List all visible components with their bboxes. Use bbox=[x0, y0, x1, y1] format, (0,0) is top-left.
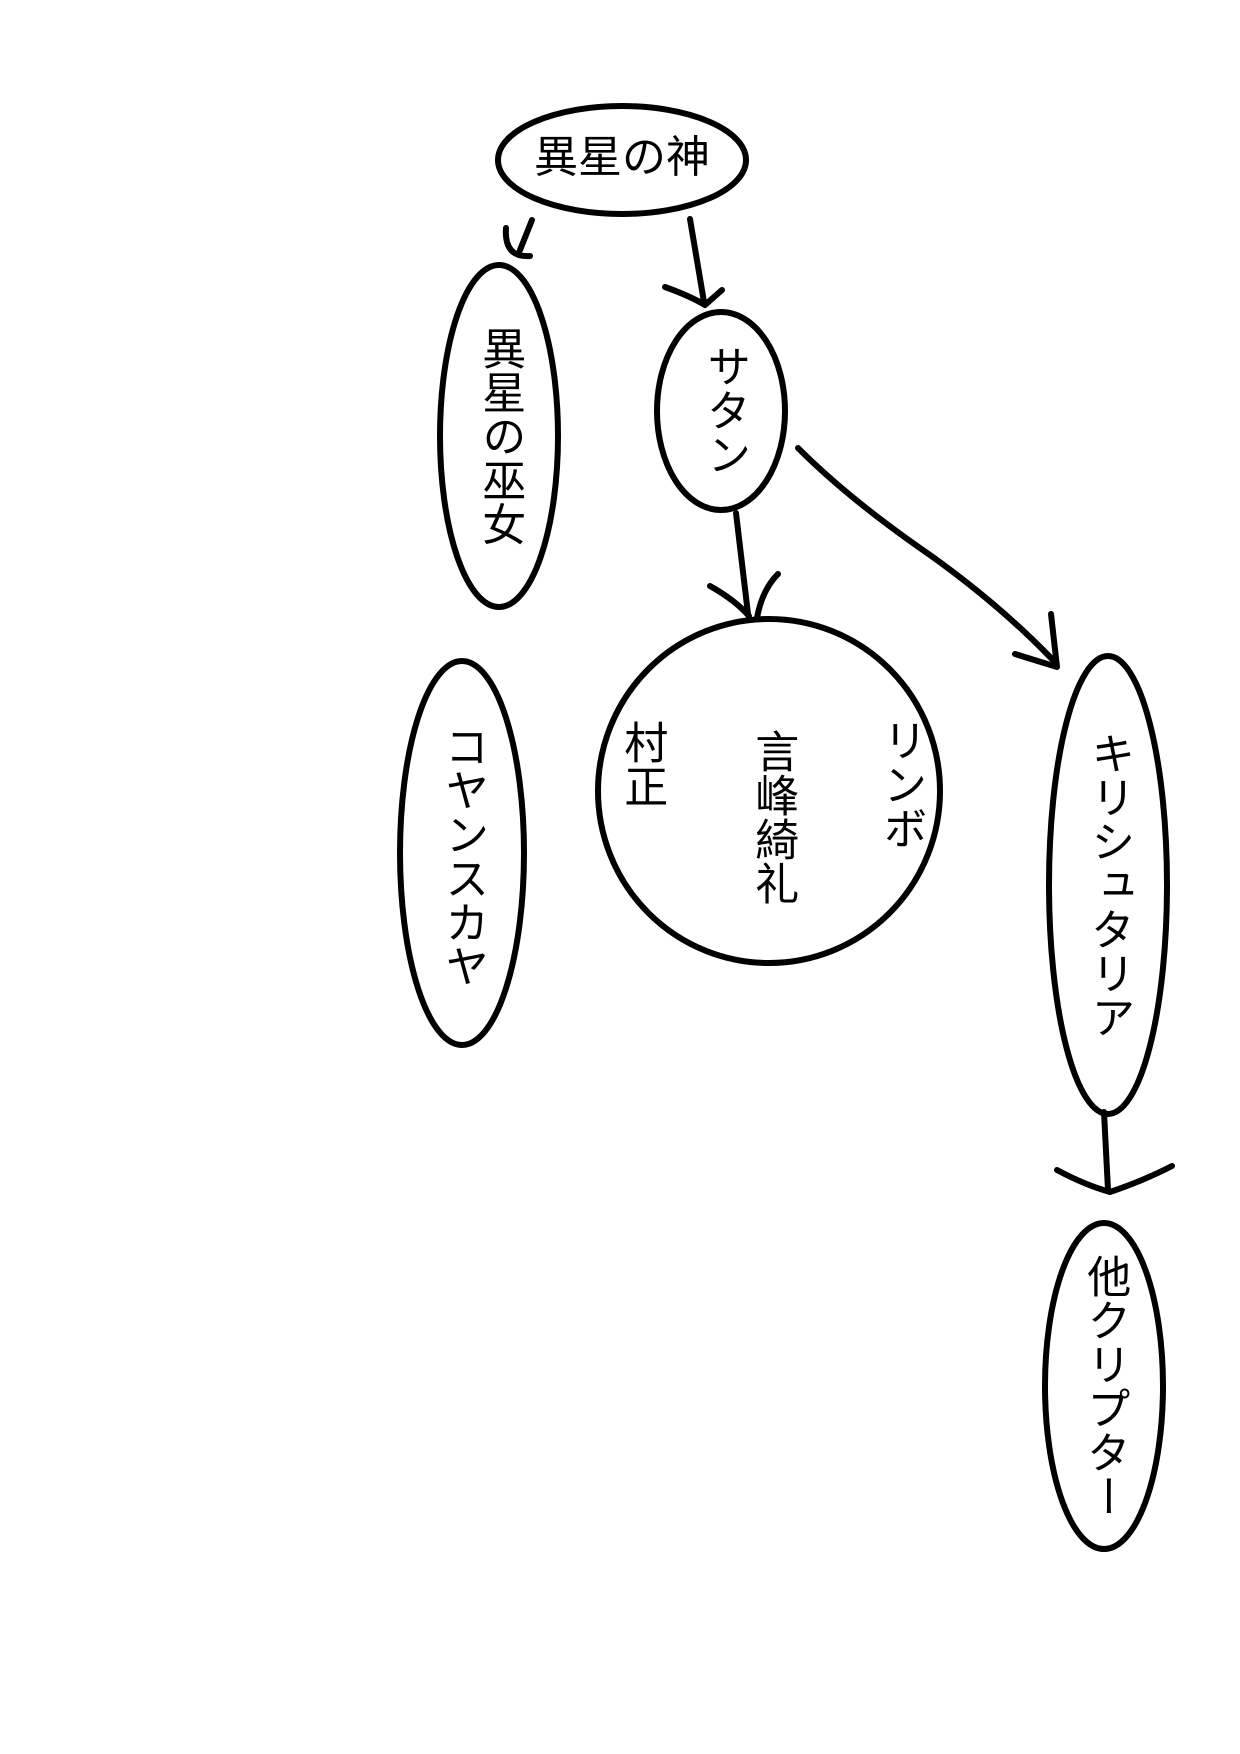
arrow-god-to-satan bbox=[662, 216, 725, 308]
arrow-kirschtaria-to-crypters bbox=[1054, 1109, 1175, 1195]
node-other-crypters: 他クリプター bbox=[1079, 1254, 1131, 1518]
node-kotomine: 言峰綺礼 bbox=[747, 729, 799, 905]
node-muramasa: 村正 bbox=[616, 720, 668, 808]
node-alien-miko-outline bbox=[437, 262, 561, 610]
node-koyanskaya: コヤンスカヤ bbox=[437, 724, 489, 988]
node-group-outline bbox=[595, 616, 943, 966]
arrow-god-to-miko bbox=[502, 217, 535, 260]
node-satan: サタン bbox=[699, 344, 751, 476]
node-alien-miko: 異星の巫女 bbox=[474, 326, 526, 546]
node-limbo: リンボ bbox=[875, 718, 927, 850]
node-kirschtaria-outline bbox=[1046, 653, 1170, 1117]
node-alien-god: 異星の神 bbox=[534, 131, 710, 183]
node-kirschtaria: キリシュタリア bbox=[1083, 731, 1135, 1039]
node-koyanskaya-outline bbox=[397, 658, 527, 1048]
arrow-satan-to-kirschtaria bbox=[795, 445, 1060, 670]
arrow-satan-to-group bbox=[707, 510, 781, 621]
node-alien-god-outline bbox=[495, 103, 749, 217]
node-other-crypters-outline bbox=[1042, 1220, 1166, 1552]
node-satan-outline bbox=[654, 309, 788, 513]
